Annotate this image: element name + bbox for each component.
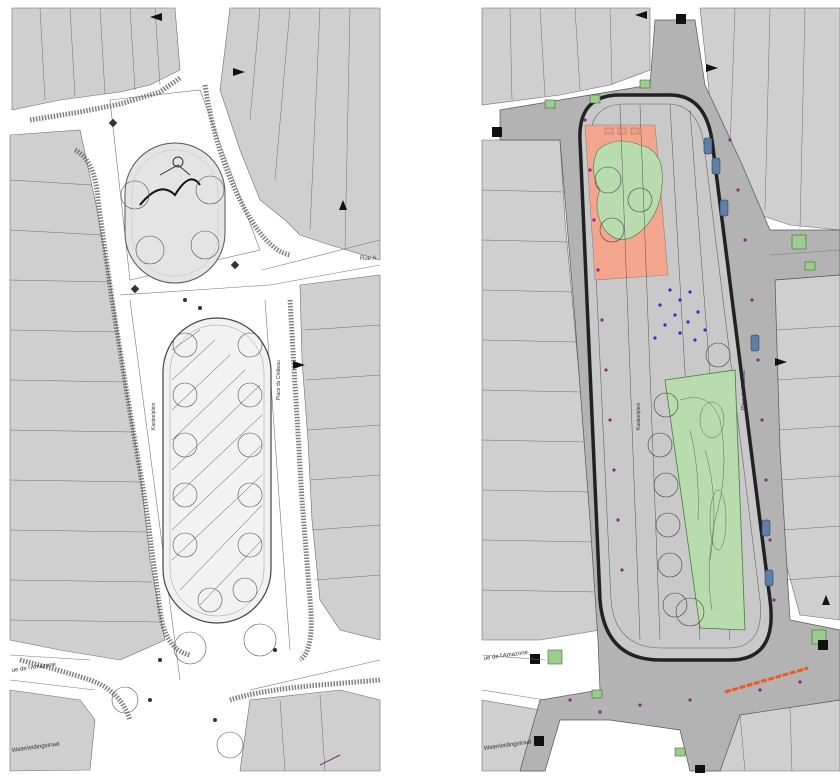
parcel-lines-proposed xyxy=(481,7,840,772)
street-edges-existing xyxy=(9,239,381,766)
buildings-existing xyxy=(9,7,381,772)
buildings-proposed xyxy=(481,7,840,772)
street-label-kasteelplein: Kasteelplein xyxy=(151,403,157,430)
bollards-proposed xyxy=(568,118,802,714)
upper-oval-existing xyxy=(124,142,226,284)
sidewalks-existing xyxy=(19,75,381,721)
street-label-rue: Rue A xyxy=(360,256,376,262)
upper-garden-proposed xyxy=(584,124,669,281)
street-label-place-chateau: Place du Château xyxy=(276,360,282,400)
trees-proposed xyxy=(594,166,731,627)
street-furniture-existing xyxy=(108,118,277,722)
parked-vehicles-proposed xyxy=(703,137,774,587)
green-kiosks-proposed xyxy=(544,79,827,757)
existing-plan: Rue A ue de l'Amazone Waterleidingstraat… xyxy=(9,7,381,772)
street-edges-proposed xyxy=(481,249,840,701)
trees-existing xyxy=(111,175,277,759)
street-label-kasteelplein-proposed: Kasteelplein xyxy=(636,403,642,430)
arrow-icons-existing xyxy=(150,13,347,369)
bike-lane-proposed xyxy=(724,666,809,694)
parcel-lines-existing xyxy=(9,7,381,772)
proposed-plan: ue de l'Amazone Waterleidingstraat Kaste… xyxy=(481,7,840,773)
arrow-icons-proposed xyxy=(635,11,830,605)
lower-garden-proposed xyxy=(664,369,746,631)
lower-oval-existing xyxy=(162,317,272,624)
street-label-place-chateau-proposed: Place du Château xyxy=(741,370,747,410)
fountain-dots-proposed xyxy=(653,288,707,342)
